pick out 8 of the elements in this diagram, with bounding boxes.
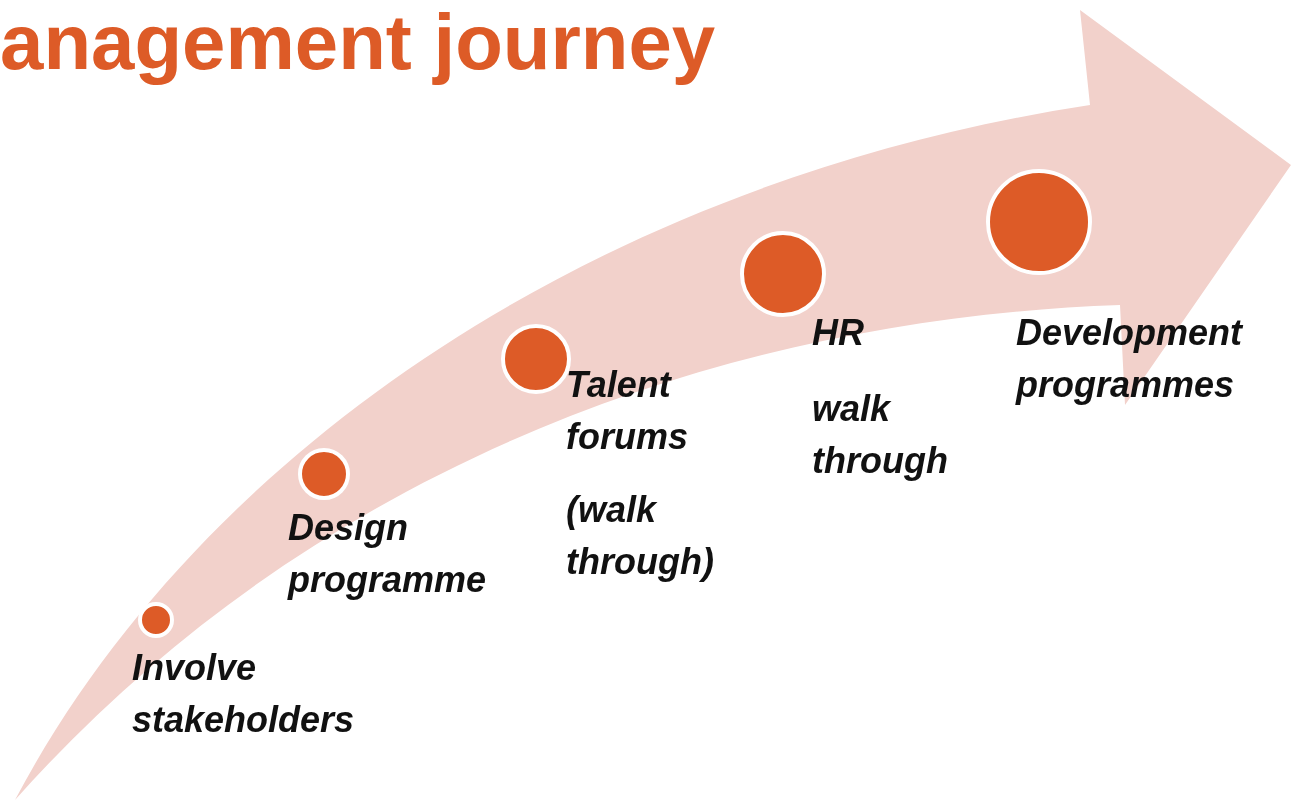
milestone-label: Talent forums [566, 363, 689, 459]
milestone-label: Development programmes [1016, 311, 1244, 407]
title: anagement journey [0, 0, 716, 86]
milestone-label: walk through [812, 387, 949, 483]
milestone-label: Involve stakeholders [132, 646, 356, 742]
milestone-label: HR [812, 311, 865, 355]
milestone-label: (walk through) [566, 488, 715, 584]
milestone-label: Design programme [288, 506, 488, 602]
